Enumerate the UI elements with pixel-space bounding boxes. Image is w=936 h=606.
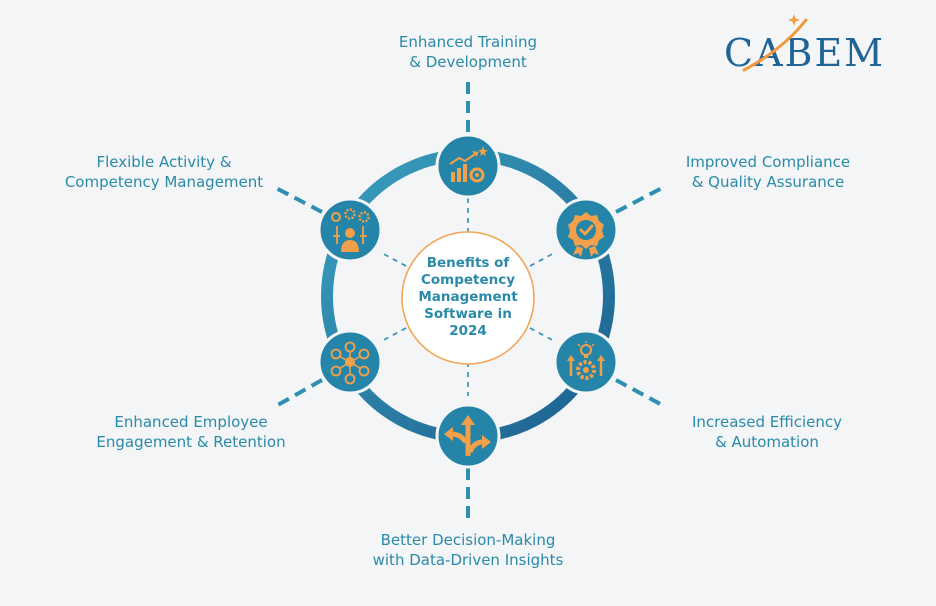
split-arrows-icon (444, 415, 491, 456)
label-line: Engagement & Retention (96, 433, 286, 451)
people-network-icon (330, 341, 370, 385)
benefit-label-engagement: Enhanced Employee Engagement & Retention (72, 412, 310, 452)
label-line: Better Decision-Making (380, 531, 556, 549)
node-efficiency (553, 329, 619, 395)
person-ideas-gears-icon (331, 208, 370, 252)
benefit-label-efficiency: Increased Efficiency & Automation (672, 412, 862, 452)
center-title-line: 2024 (449, 323, 487, 339)
connector-compliance (615, 186, 663, 214)
label-line: with Data-Driven Insights (372, 551, 564, 569)
node-compliance (553, 197, 619, 263)
node-engagement (317, 329, 383, 395)
center-title-line: Competency (420, 272, 516, 288)
cabem-logo: CABEM (724, 14, 883, 75)
connector-activity (275, 186, 323, 214)
label-line: Improved Compliance (685, 153, 851, 171)
connector-engagement (275, 378, 323, 408)
label-line: Flexible Activity & (96, 153, 232, 171)
benefit-label-training: Enhanced Training & Development (385, 32, 551, 72)
inner-connectors (379, 198, 557, 396)
growth-chart-gear-icon (449, 146, 488, 183)
label-line: Enhanced Training (398, 33, 538, 51)
benefit-label-compliance: Improved Compliance & Quality Assurance (668, 152, 868, 192)
label-line: & Development (409, 53, 527, 71)
quality-badge-check-icon (568, 212, 604, 257)
benefit-label-decision: Better Decision-Making with Data-Driven … (348, 530, 588, 570)
logo-swoosh (742, 18, 808, 72)
label-line: Competency Management (64, 173, 264, 191)
center-title: Benefits of Competency Management Softwa… (405, 255, 531, 340)
label-line: Enhanced Employee (114, 413, 268, 431)
gear-lightbulb-arrows-icon (567, 341, 605, 380)
node-training (435, 133, 501, 199)
benefit-label-activity: Flexible Activity & Competency Managemen… (46, 152, 282, 192)
logo-star-icon (788, 14, 800, 26)
center-title-line: Management (418, 289, 518, 305)
node-decision (435, 403, 501, 469)
label-line: & Quality Assurance (691, 173, 845, 191)
connector-efficiency (615, 378, 665, 408)
label-line: & Automation (715, 433, 819, 451)
center-title-line: Software in (424, 306, 512, 322)
center-title-line: Benefits of (426, 255, 510, 271)
node-activity (317, 197, 383, 263)
outer-connectors (275, 82, 665, 522)
label-line: Increased Efficiency (691, 413, 843, 431)
center-circle (401, 231, 535, 365)
